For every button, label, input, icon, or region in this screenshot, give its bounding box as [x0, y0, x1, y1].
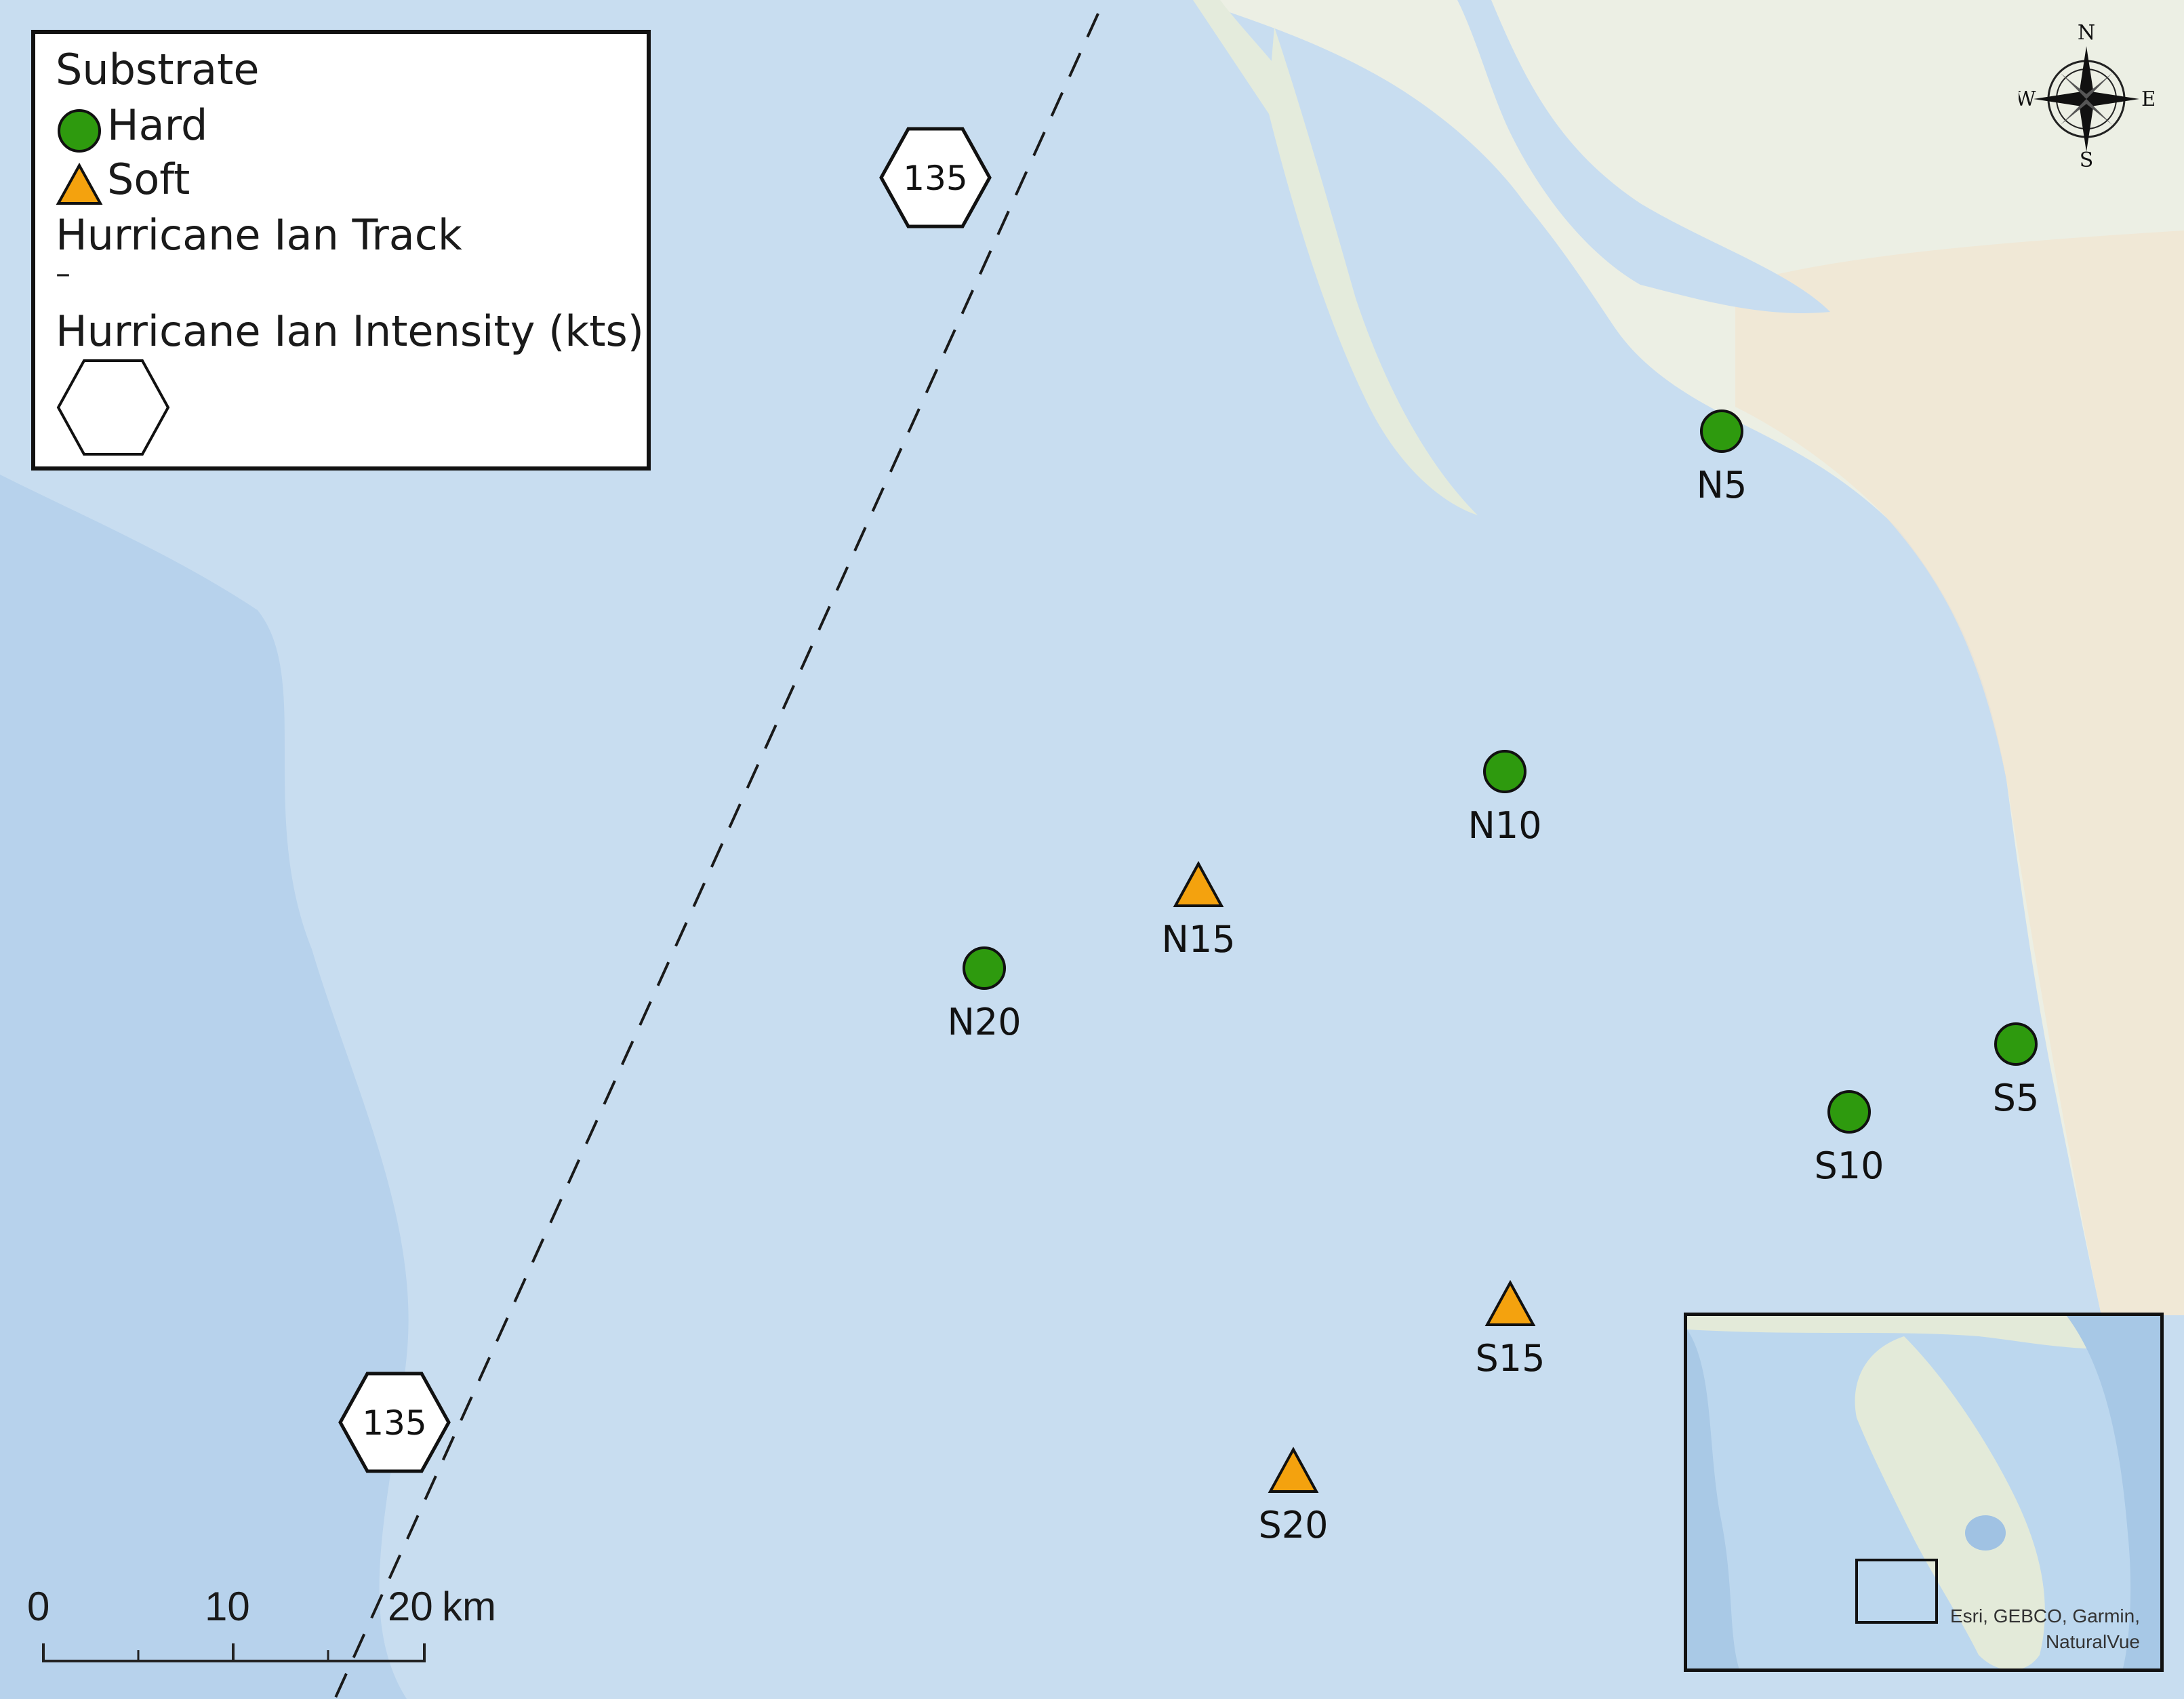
scale-unit: km [442, 1584, 496, 1629]
station-n10: N10 [1468, 750, 1542, 847]
station-label: S10 [1815, 1144, 1884, 1187]
hurricane-markers: 135 135 [338, 127, 992, 1473]
pine-island-sound [1356, 81, 1640, 385]
hurricane-track [333, 13, 1099, 1699]
inset-locator-map: Esri, GEBCO, Garmin, NaturalVue [1684, 1313, 2164, 1672]
charlotte-harbor [1457, 0, 1830, 313]
compass-e: E [2141, 87, 2154, 111]
station-label: S5 [1993, 1077, 2040, 1119]
scale-tick-0: 0 [27, 1584, 50, 1629]
study-area-box [1855, 1559, 1938, 1624]
scale-bar-graphic [42, 1643, 426, 1662]
station-n20: N20 [947, 946, 1022, 1043]
scale-tick-20: 20 [388, 1584, 433, 1629]
compass-w: W [2019, 87, 2036, 111]
compass-n: N [2078, 21, 2095, 45]
soft-substrate-icon [1173, 860, 1224, 907]
legend-hard-label: Hard [107, 100, 208, 150]
station-n15: N15 [1161, 860, 1236, 961]
soft-substrate-icon [1484, 1279, 1536, 1326]
station-label: S20 [1259, 1504, 1329, 1546]
hurricane-intensity-label: 135 [362, 1403, 426, 1443]
hard-substrate-icon [1483, 750, 1526, 793]
map-attribution: Esri, GEBCO, Garmin, NaturalVue [1949, 1605, 2140, 1653]
station-label: N10 [1468, 804, 1541, 847]
map-legend: Substrate Hard Soft Hurricane Ian Track … [31, 30, 651, 471]
scale-tick-10: 10 [205, 1584, 250, 1629]
station-label: N5 [1697, 464, 1747, 506]
inset-map-graphic [1687, 1316, 2160, 1668]
barrier-island [1268, 27, 1478, 515]
station-label: N15 [1161, 918, 1235, 961]
hurricane-intensity-marker: 135 [338, 1372, 451, 1473]
shallow-bank [0, 475, 409, 1699]
hurricane-intensity-label: 135 [903, 159, 967, 198]
hard-substrate-icon [1700, 409, 1743, 453]
station-n5: N5 [1697, 409, 1747, 506]
legend-substrate-title: Substrate [56, 45, 260, 94]
scale-bar: 0 10 20 km [27, 1584, 496, 1668]
station-label: N20 [947, 1001, 1021, 1043]
station-s10: S10 [1815, 1090, 1884, 1187]
urban-area [1735, 231, 2184, 1315]
legend-track-title: Hurricane Ian Track [56, 210, 462, 260]
soft-substrate-icon [56, 162, 103, 205]
hard-substrate-icon [58, 109, 101, 153]
station-label: S15 [1476, 1337, 1545, 1380]
legend-soft-label: Soft [107, 155, 190, 204]
station-s15: S15 [1476, 1279, 1545, 1380]
hard-substrate-icon [1994, 1022, 2038, 1066]
soft-substrate-icon [1268, 1446, 1319, 1493]
hard-substrate-icon [1827, 1090, 1871, 1134]
intensity-hexagon-icon [56, 359, 170, 456]
station-s20: S20 [1259, 1446, 1329, 1546]
station-s5: S5 [1993, 1022, 2040, 1119]
compass-rose-icon: N S E W [2019, 21, 2154, 168]
hard-substrate-icon [963, 946, 1006, 990]
legend-track-symbol: – [56, 256, 70, 291]
compass-s: S [2080, 148, 2094, 168]
hurricane-intensity-marker: 135 [879, 127, 992, 228]
legend-intensity-title: Hurricane Ian Intensity (kts) [56, 306, 644, 356]
